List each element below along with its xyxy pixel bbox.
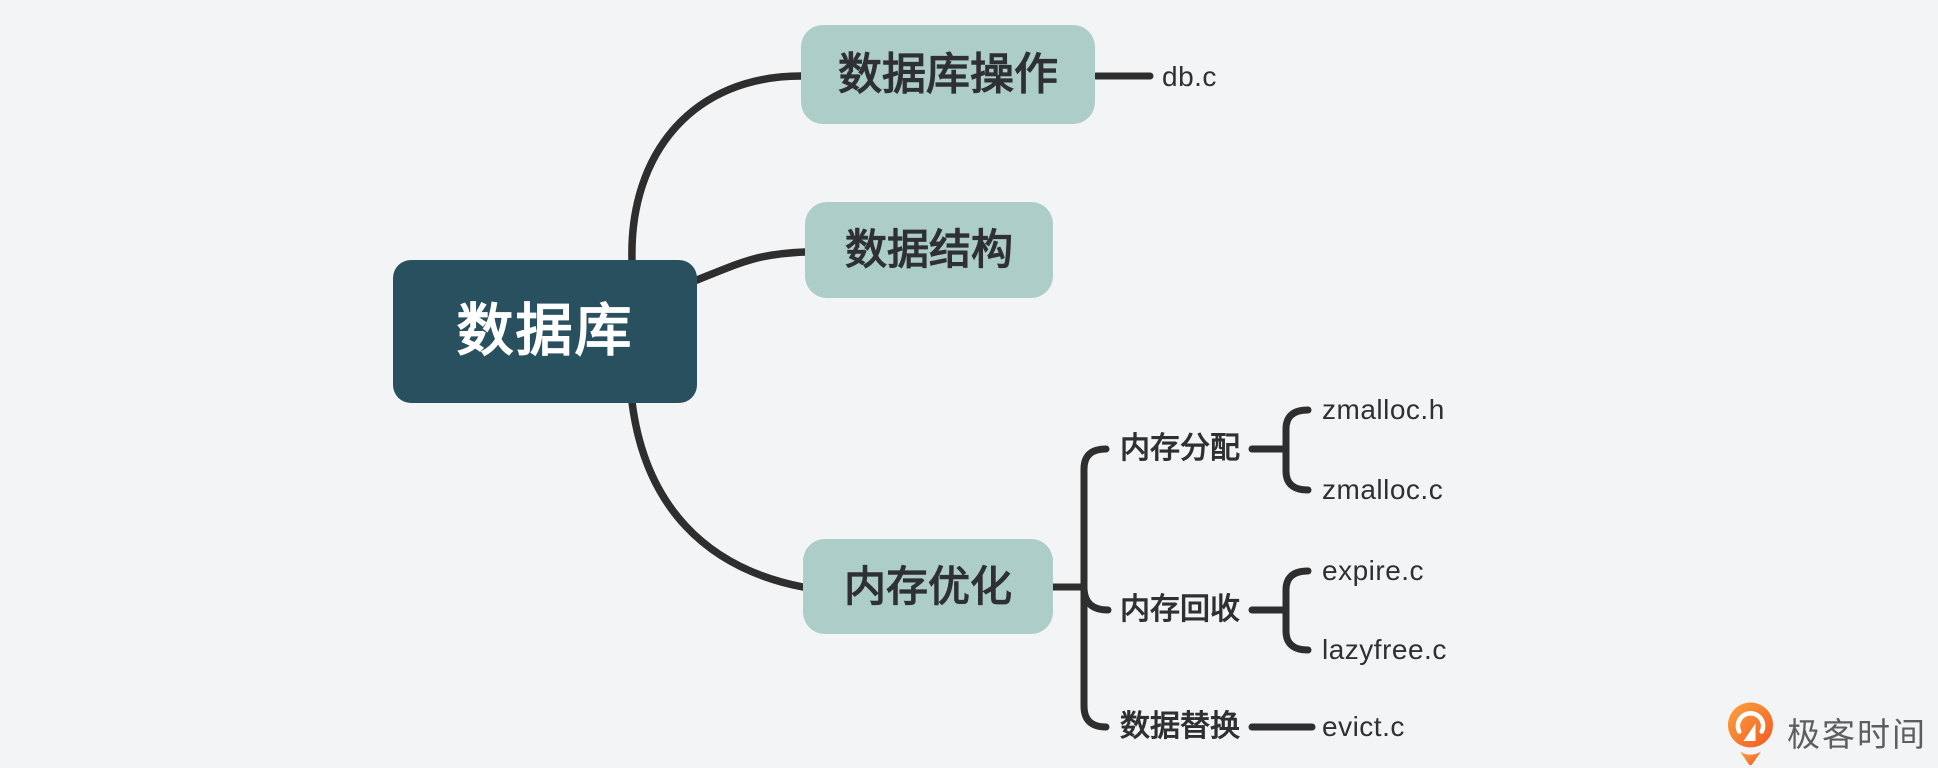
file-zmalloc-c[interactable]: zmalloc.c bbox=[1322, 474, 1444, 505]
geektime-watermark: 极客时间 bbox=[1727, 702, 1927, 766]
file-zmalloc-h[interactable]: zmalloc.h bbox=[1322, 394, 1445, 425]
geektime-logo-icon bbox=[1728, 702, 1773, 766]
node-data-structures[interactable]: 数据结构 bbox=[805, 202, 1053, 298]
node-memory-reclaim[interactable]: 内存回收 bbox=[1120, 593, 1240, 626]
node-database-operations[interactable]: 数据库操作 bbox=[801, 25, 1095, 124]
file-db-c[interactable]: db.c bbox=[1162, 61, 1217, 92]
file-expire-c[interactable]: expire.c bbox=[1322, 555, 1425, 586]
file-evict-c[interactable]: evict.c bbox=[1322, 711, 1405, 742]
geektime-logo-text: 极客时间 bbox=[1787, 715, 1927, 753]
connector-to-memory-reclaim bbox=[1080, 585, 1112, 614]
node-root-database[interactable]: 数据库 bbox=[393, 260, 697, 403]
node-memory-optimization[interactable]: 内存优化 bbox=[803, 539, 1053, 634]
bracket-memory-alloc-files bbox=[1282, 406, 1312, 494]
connector-root-to-memory-optimization bbox=[628, 398, 807, 591]
connector-root-to-data-structures bbox=[693, 248, 809, 284]
connector-root-to-db-operations bbox=[628, 72, 805, 265]
bracket-memory-optimization-children bbox=[1080, 445, 1110, 731]
node-memory-allocation[interactable]: 内存分配 bbox=[1120, 432, 1240, 465]
node-data-eviction[interactable]: 数据替换 bbox=[1120, 710, 1240, 743]
file-lazyfree-c[interactable]: lazyfree.c bbox=[1322, 634, 1447, 665]
bracket-memory-reclaim-files bbox=[1282, 567, 1312, 654]
